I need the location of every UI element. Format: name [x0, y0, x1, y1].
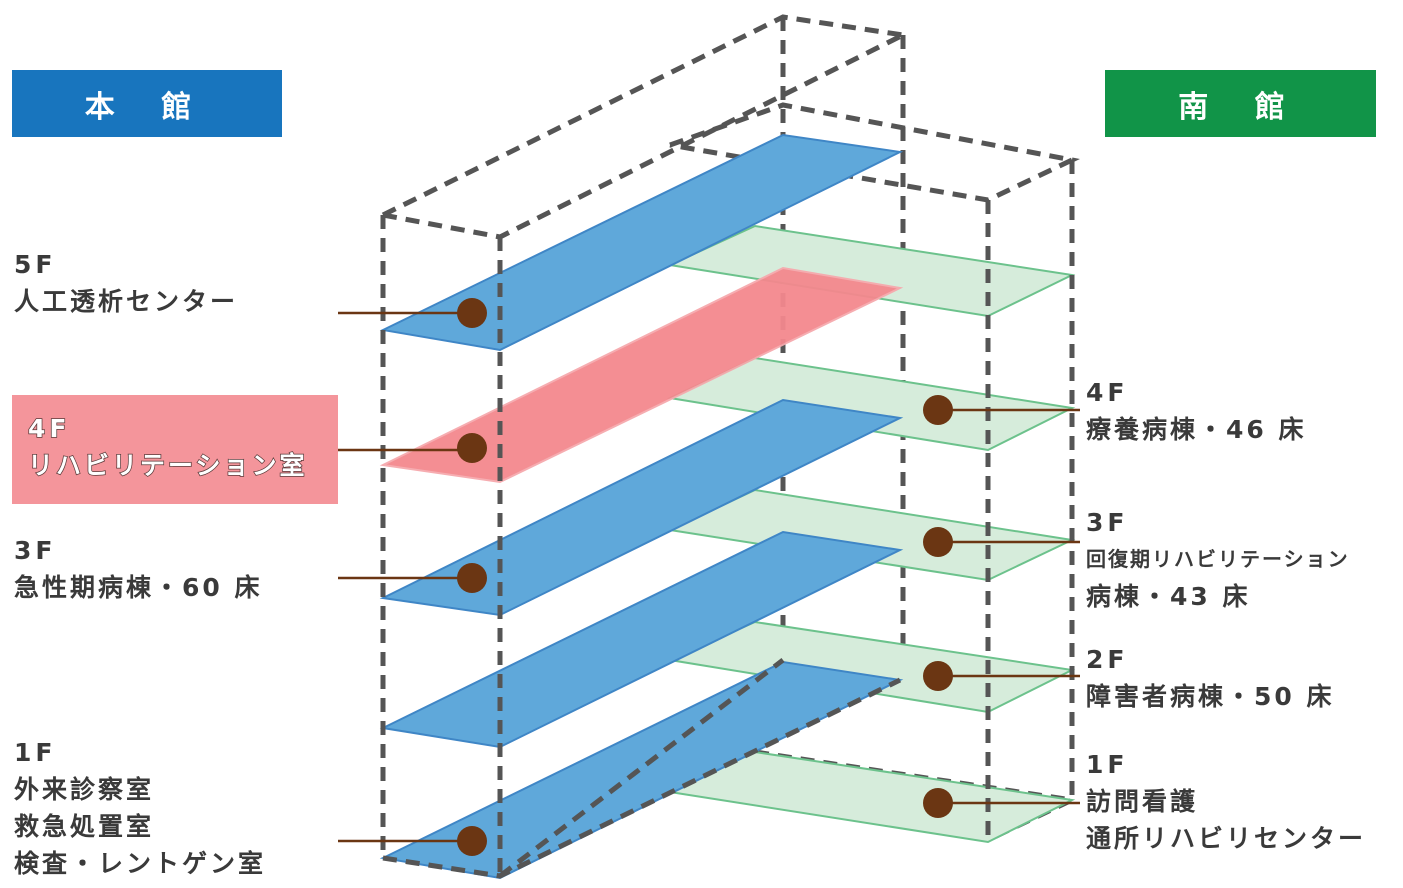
floor-number: 1F — [1086, 750, 1129, 779]
main-connectors — [338, 311, 472, 843]
marker-south-4f — [923, 395, 953, 425]
floor-description: 救急処置室 — [14, 812, 155, 841]
floor-number: 2F — [1086, 645, 1129, 674]
main-floor-4-rehab — [379, 266, 904, 484]
label-south-3f: 3F 回復期リハビリテーション 病棟・43 床 — [1086, 504, 1350, 615]
main-building-title: 本 館 — [84, 89, 210, 125]
main-floor-2 — [379, 530, 904, 749]
floor-number: 4F — [27, 413, 71, 444]
main-building-front-outline — [380, 160, 1075, 879]
floor-number: 4F — [1086, 378, 1129, 407]
floor-description: 通所リハビリセンター — [1086, 824, 1367, 853]
main-floors — [379, 133, 904, 880]
main-floor-5 — [379, 133, 904, 352]
rehab-highlight-box — [12, 395, 338, 504]
marker-south-2f — [923, 661, 953, 691]
marker-south-3f — [923, 527, 953, 557]
marker-main-1f — [457, 826, 487, 856]
marker-main-3f — [457, 563, 487, 593]
label-main-3f: 3F 急性期病棟・60 床 — [14, 532, 263, 606]
main-building-header: 本 館 — [12, 70, 282, 137]
floor-number: 3F — [14, 536, 57, 565]
marker-main-4f — [457, 433, 487, 463]
south-building-header: 南 館 — [1105, 70, 1376, 137]
marker-main-5f — [457, 298, 487, 328]
floor-description: 病棟・43 床 — [1086, 582, 1251, 611]
label-main-5f: 5F 人工透析センター — [14, 246, 238, 320]
south-floors — [666, 224, 1076, 844]
floor-description: 検査・レントゲン室 — [14, 849, 267, 878]
south-building-title: 南 館 — [1178, 89, 1303, 125]
main-markers — [457, 298, 487, 856]
south-markers — [923, 395, 953, 818]
label-south-1f: 1F 訪問看護 通所リハビリセンター — [1086, 746, 1366, 857]
floor-description: 外来診察室 — [14, 775, 155, 804]
label-main-4f: 4F リハビリテーション室 — [27, 410, 308, 484]
floor-description: 人工透析センター — [14, 287, 239, 316]
floor-number: 1F — [14, 738, 57, 767]
floor-description: 療養病棟・46 床 — [1086, 415, 1307, 444]
floor-description: 急性期病棟・60 床 — [14, 573, 263, 602]
marker-south-1f — [923, 788, 953, 818]
label-south-2f: 2F 障害者病棟・50 床 — [1086, 641, 1335, 715]
floor-description: 訪問看護 — [1086, 787, 1199, 816]
floor-description: 障害者病棟・50 床 — [1086, 682, 1335, 711]
main-floor-3 — [379, 398, 904, 617]
label-main-1f: 1F 外来診察室 救急処置室 検査・レントゲン室 — [14, 734, 266, 882]
floor-description: 回復期リハビリテーション — [1086, 547, 1350, 571]
south-connectors — [938, 408, 1080, 805]
floor-number: 3F — [1086, 508, 1129, 537]
floor-description: リハビリテーション室 — [27, 450, 308, 481]
label-south-4f: 4F 療養病棟・46 床 — [1086, 374, 1307, 448]
floor-number: 5F — [14, 250, 57, 279]
